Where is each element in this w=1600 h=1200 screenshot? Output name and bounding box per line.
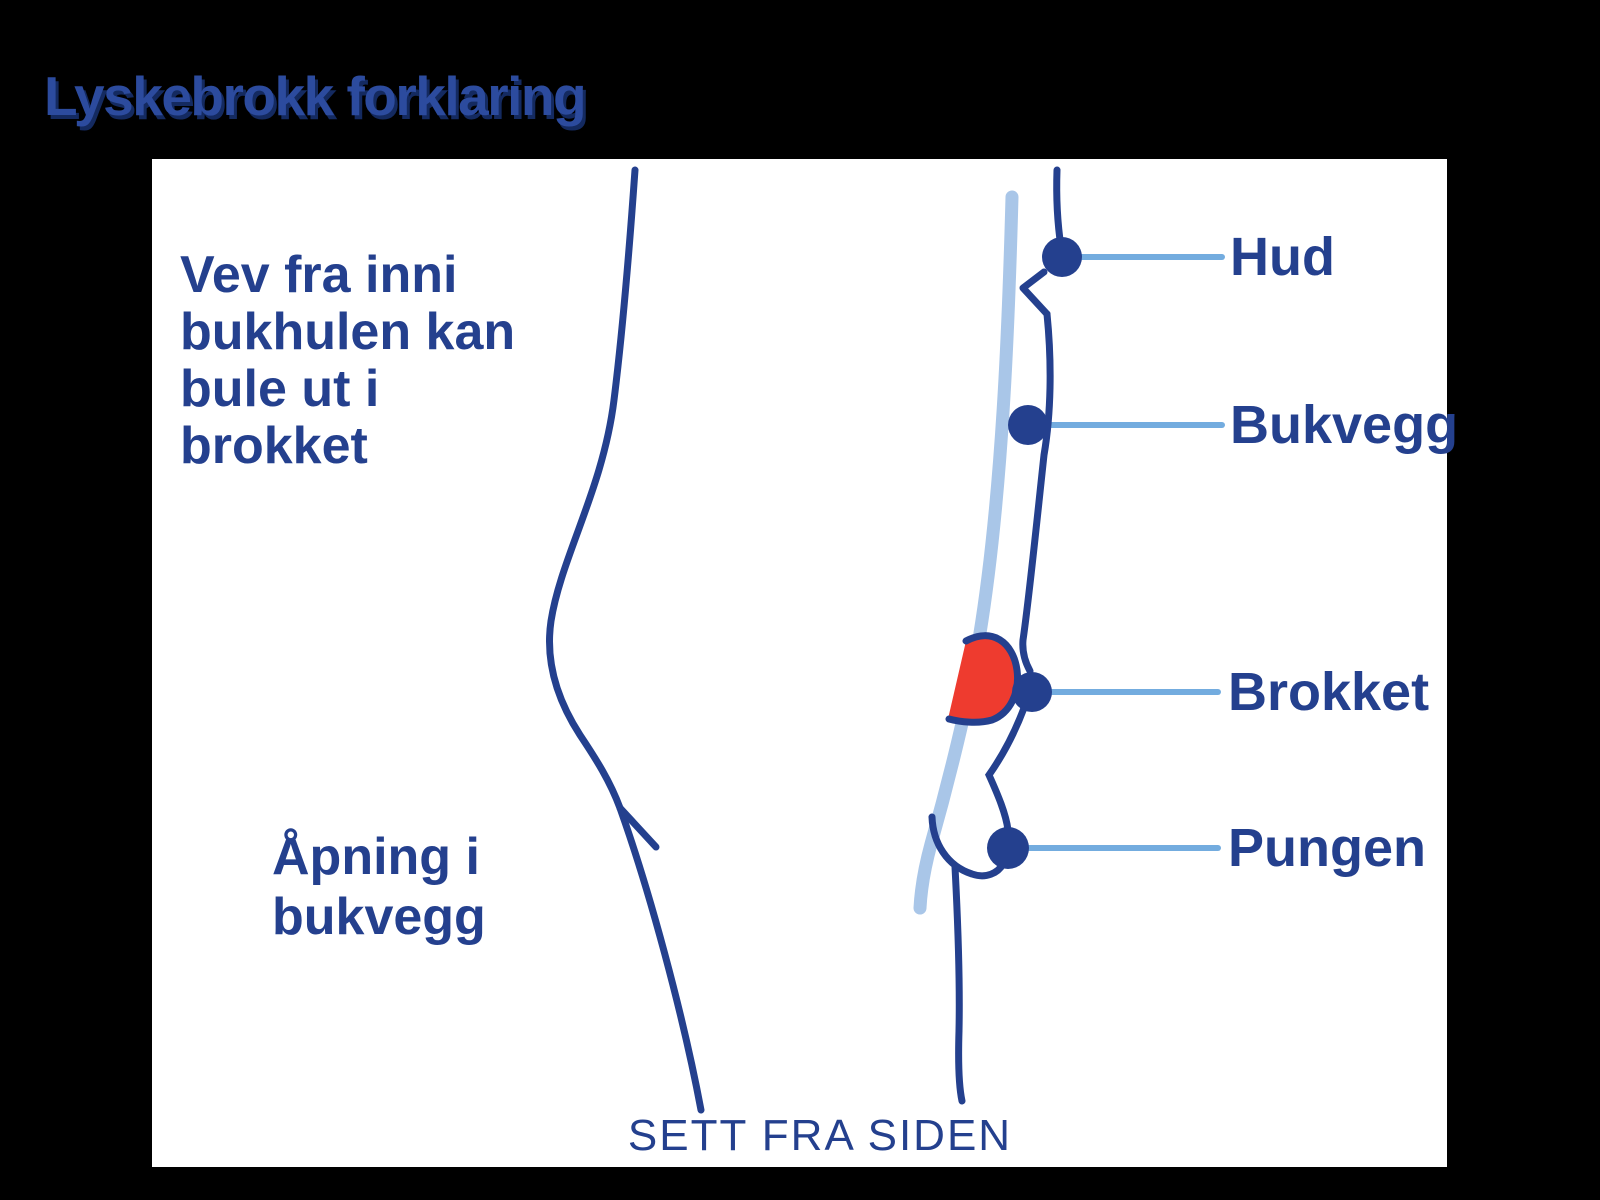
skin-line-middle <box>1019 310 1054 675</box>
diagram-art <box>546 166 1225 1114</box>
annotation-tissue-line: bukhulen kan <box>180 303 516 361</box>
body-outline <box>546 166 705 1114</box>
hernia-bulge <box>948 635 1018 723</box>
leg-outline <box>951 863 966 1105</box>
page-title: Lyskebrokk forklaring <box>44 65 587 127</box>
callout-label-brokket: Brokket <box>1228 662 1430 722</box>
callout-label-pungen: Pungen <box>1228 818 1426 878</box>
pungen-dot <box>987 827 1029 869</box>
diagram-caption: SETT FRA SIDEN <box>627 1111 1013 1160</box>
brokket-dot <box>1012 672 1052 712</box>
skin-line-top <box>1053 166 1065 251</box>
bukvegg-dot <box>1008 405 1048 445</box>
annotation-tissue: Vev fra inni bukhulen kan bule ut i brok… <box>180 247 515 475</box>
skin-line-notch <box>1019 268 1051 318</box>
direction-arrowhead-icon <box>616 804 660 851</box>
annotation-tissue-line: brokket <box>180 417 368 475</box>
skin-line-lower <box>984 704 1028 834</box>
annotation-opening-line: Åpning i <box>272 828 480 886</box>
hud-dot <box>1042 237 1082 277</box>
annotation-tissue-line: bule ut i <box>180 360 380 418</box>
annotation-opening-line: bukvegg <box>272 888 486 946</box>
callout-label-bukvegg: Bukvegg <box>1230 395 1459 455</box>
annotation-tissue-line: Vev fra inni <box>180 246 458 304</box>
annotation-opening: Åpning i bukvegg <box>272 827 486 947</box>
scrotum-outline <box>928 813 1007 880</box>
diagram-panel: Vev fra inni bukhulen kan bule ut i brok… <box>152 159 1458 1167</box>
callout-label-hud: Hud <box>1230 227 1335 287</box>
